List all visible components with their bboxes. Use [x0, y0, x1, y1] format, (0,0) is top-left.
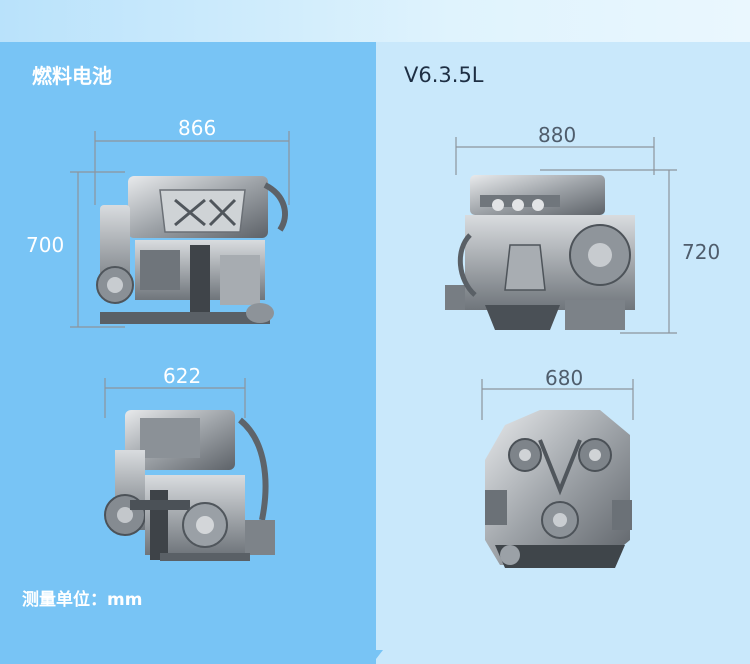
v6-top-width: 880: [538, 123, 577, 147]
top-gradient-band: [0, 0, 750, 42]
v6-height: 720: [682, 240, 721, 264]
fuel-cell-top-width: 866: [178, 116, 217, 140]
panel-pointer-notch: [369, 650, 383, 659]
unit-note: 测量单位：mm: [22, 590, 143, 610]
v6-dimension-lines: [455, 137, 677, 420]
v6-front-width: 680: [545, 366, 584, 390]
fuel-cell-height: 700: [26, 233, 65, 257]
fuel-cell-dimension-lines: [70, 131, 290, 418]
v6-engine-front-view-icon: [485, 410, 632, 568]
fuel-cell-front-width: 622: [163, 364, 202, 388]
v6-engine-side-view-icon: [445, 175, 635, 330]
fuel-cell-side-view-icon: [96, 176, 288, 324]
fuel-cell-title: 燃料电池: [32, 64, 112, 88]
v6-title: V6.3.5L: [404, 63, 484, 87]
fuel-cell-front-view-icon: [104, 410, 275, 561]
